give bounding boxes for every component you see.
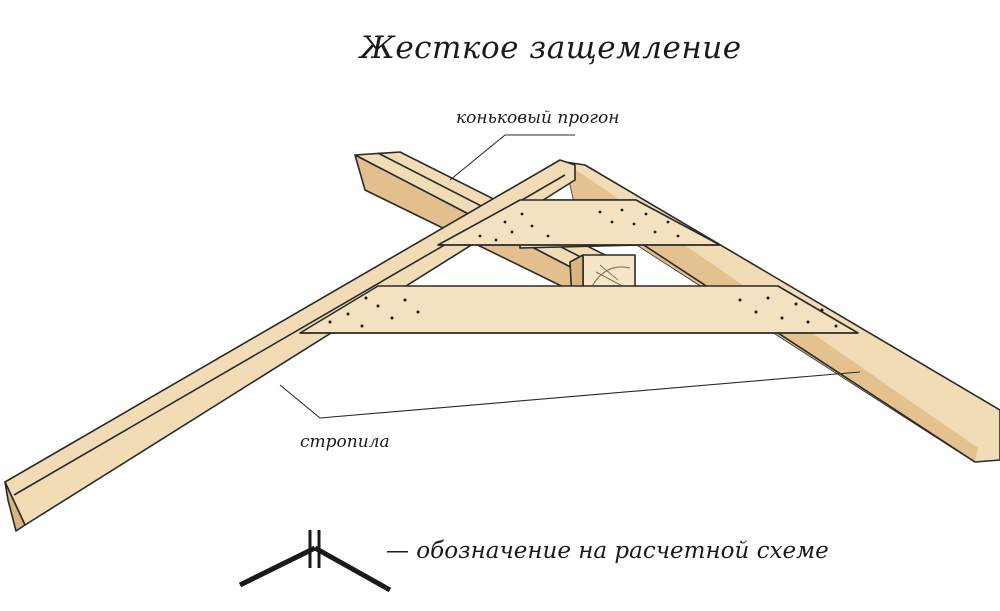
legend-description: — обозначение на расчетной схеме xyxy=(386,538,829,564)
upper-cross-plate xyxy=(437,199,721,246)
rafters-leader xyxy=(279,371,861,419)
rafters-label: стропила xyxy=(300,432,390,452)
ridge-purlin-leader xyxy=(449,134,575,181)
lower-cross-plate xyxy=(299,285,859,334)
callout-leaders xyxy=(279,134,861,419)
diagram-title: Жесткое защемление xyxy=(360,30,742,66)
ridge-purlin-label: коньковый прогон xyxy=(456,108,620,128)
rigid-joint-symbol-icon xyxy=(238,530,392,593)
left-rafter xyxy=(4,159,576,532)
